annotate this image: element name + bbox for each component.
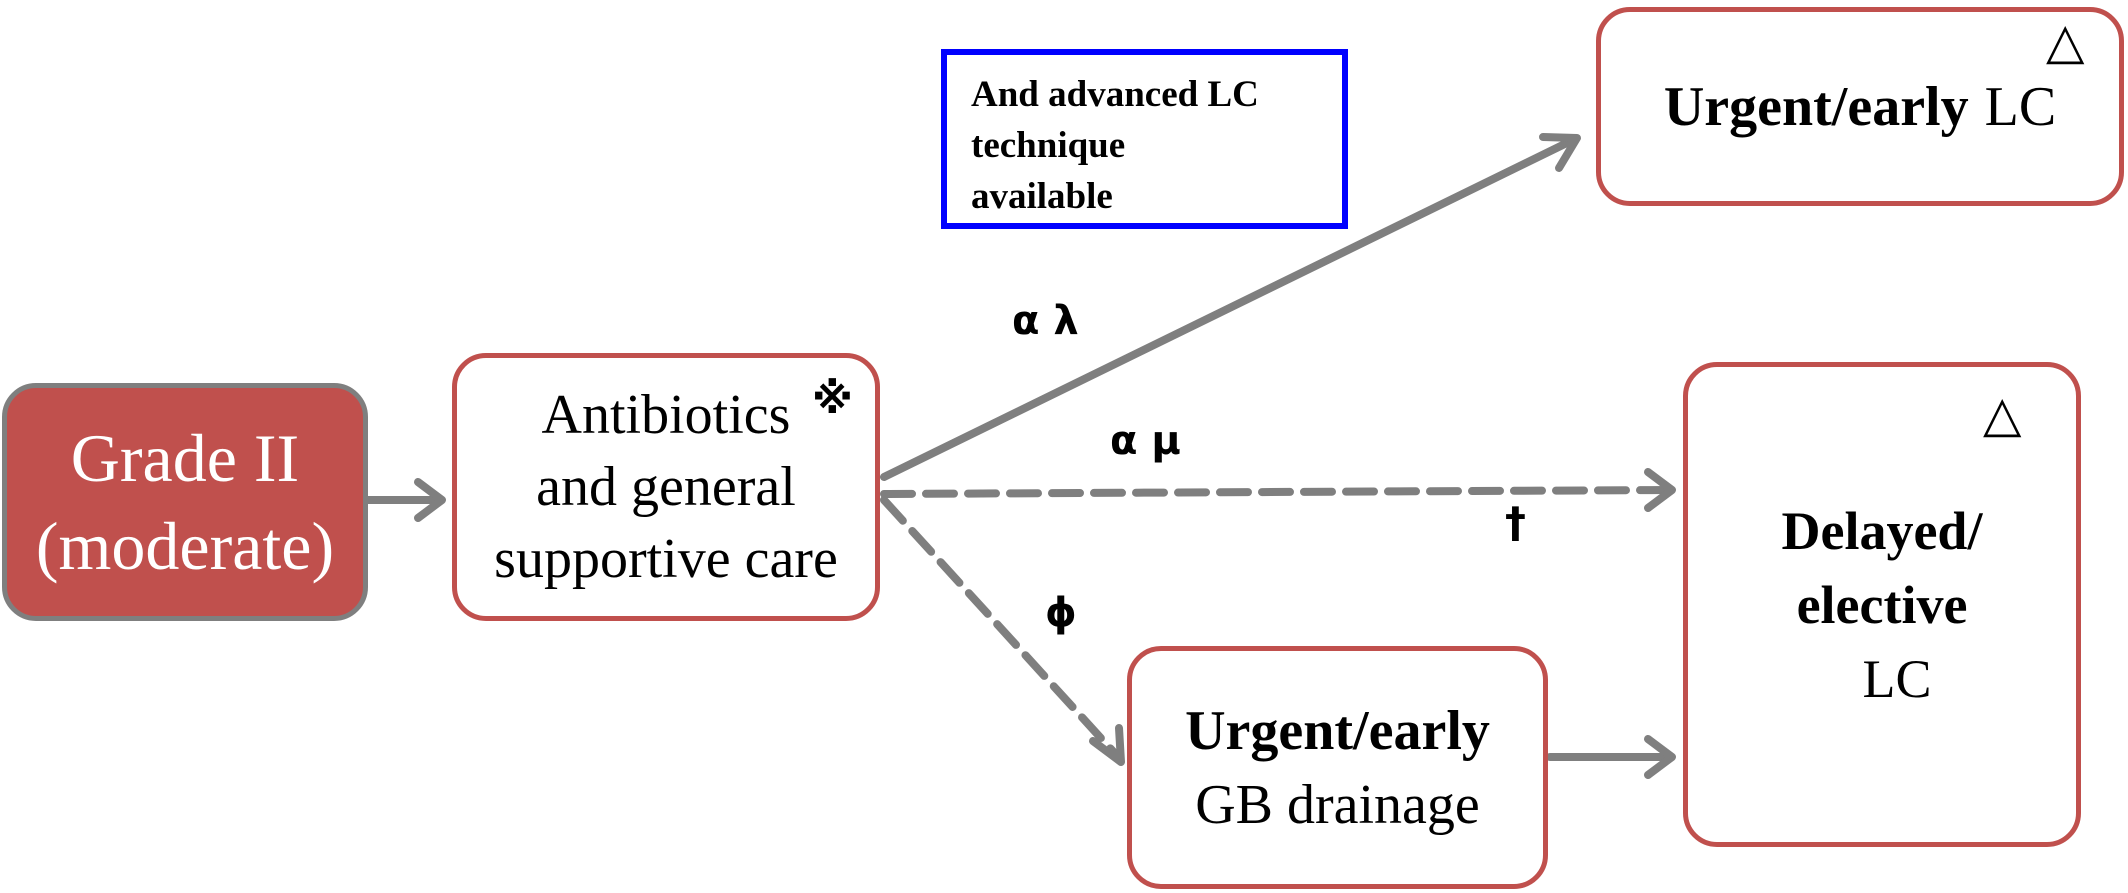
delayed-elective-lc-node: Delayed/ elective LC (1683, 362, 2081, 847)
drainage-bold-label: Urgent/early (1185, 699, 1490, 762)
arrow-antibiotics-to-urgent-lc (880, 135, 1579, 481)
arrowhead-antibiotics-to-delayed-lc (1644, 468, 1676, 512)
antibiotics-node: Antibiotics and general supportive care (452, 353, 880, 621)
urgent-early-lc-node: Urgent/early LC (1596, 7, 2124, 206)
grade-severity: (moderate) (35, 508, 335, 584)
urgent-lc-triangle-mark: △ (2046, 12, 2085, 70)
callout-line-3: available (971, 176, 1113, 217)
drainage-label: GB drainage (1195, 773, 1480, 836)
advanced-lc-callout: And advanced LC technique available (941, 49, 1348, 229)
delayed-line-2: elective (1796, 574, 1968, 635)
urgent-lc-label: LC (1984, 75, 2057, 138)
arrowhead-drainage-to-delayed-lc (1644, 735, 1676, 779)
callout-line-1: And advanced LC (971, 74, 1259, 115)
antibiotics-line-3: supportive care (494, 528, 838, 590)
arrowhead-antibiotics-to-urgent-lc (1539, 133, 1581, 172)
arrow-antibiotics-to-drainage (880, 496, 1124, 763)
delayed-lc-triangle-mark: △ (1983, 385, 2022, 443)
edge-label-alpha-lambda: α λ (1012, 298, 1079, 344)
gb-drainage-node: Urgent/early GB drainage (1127, 646, 1548, 889)
urgent-lc-bold-label: Urgent/early (1663, 75, 1969, 138)
edge-label-alpha-mu: α μ (1110, 418, 1181, 464)
edge-label-dagger: † (1505, 498, 1526, 547)
arrowhead-antibiotics-to-drainage (1089, 724, 1125, 766)
delayed-line-3: LC (1862, 648, 1932, 709)
arrow-antibiotics-to-delayed-lc (880, 486, 1674, 498)
callout-line-2: technique (971, 125, 1126, 166)
antibiotics-line-2: and general (536, 456, 796, 518)
antibiotics-note-mark: ※ (812, 374, 853, 423)
antibiotics-line-1: Antibiotics (541, 384, 791, 446)
grade-ii-node: Grade II (moderate) (2, 383, 368, 621)
arrowhead-grade-to-antibiotics (414, 478, 446, 522)
delayed-line-1: Delayed/ (1781, 500, 1983, 561)
grade-label: Grade II (70, 420, 300, 496)
edge-label-phi: ϕ (1045, 590, 1077, 636)
